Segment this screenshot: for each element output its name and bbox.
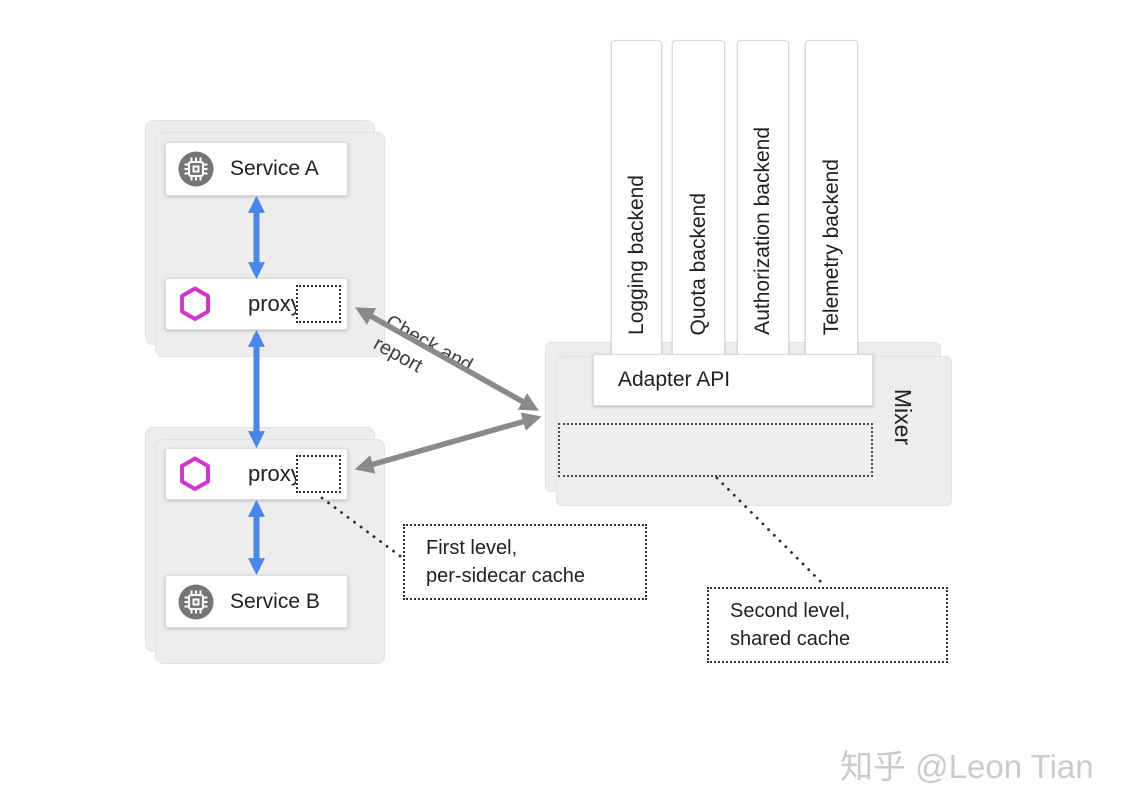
adapter-api-label: Adapter API [618, 368, 731, 391]
proxy-a-label: proxy [248, 291, 302, 316]
service-a-box: Service A [165, 142, 348, 196]
watermark: 知乎 @Leon Tian [840, 748, 1094, 785]
proxy-b-box: proxy [165, 448, 348, 500]
check-and-report-label: Check and report [369, 310, 477, 378]
backend-authorization: Authorization backend [737, 40, 789, 356]
proxy-a-box: proxy [165, 278, 348, 330]
backend-authorization-label: Authorization backend [751, 127, 774, 335]
service-b-label: Service B [230, 589, 320, 613]
chip-icon [178, 584, 214, 619]
hexagon-icon [180, 456, 210, 491]
second-level-cache-note: Second level, shared cache [707, 587, 948, 663]
mixer-cache-slot [558, 423, 873, 477]
backend-telemetry: Telemetry backend [805, 40, 858, 356]
proxy-b-label: proxy [248, 461, 302, 486]
proxy-a-cache-slot [296, 285, 341, 323]
backend-logging-label: Logging backend [624, 175, 648, 335]
adapter-api-box: Adapter API [593, 354, 873, 406]
proxy-b-cache-slot [296, 455, 341, 493]
arrow-proxyb-mixer [354, 412, 542, 474]
first-level-cache-note: First level, per-sidecar cache [403, 524, 647, 600]
service-a-label: Service A [230, 157, 319, 180]
service-b-box: Service B [165, 575, 348, 628]
mixer-label: Mixer [890, 388, 916, 446]
backend-quota-label: Quota backend [686, 192, 710, 335]
backend-telemetry-label: Telemetry backend [819, 158, 843, 335]
hexagon-icon [180, 286, 210, 321]
backend-logging: Logging backend [611, 40, 662, 356]
backend-quota: Quota backend [672, 40, 725, 356]
chip-icon [178, 151, 214, 187]
